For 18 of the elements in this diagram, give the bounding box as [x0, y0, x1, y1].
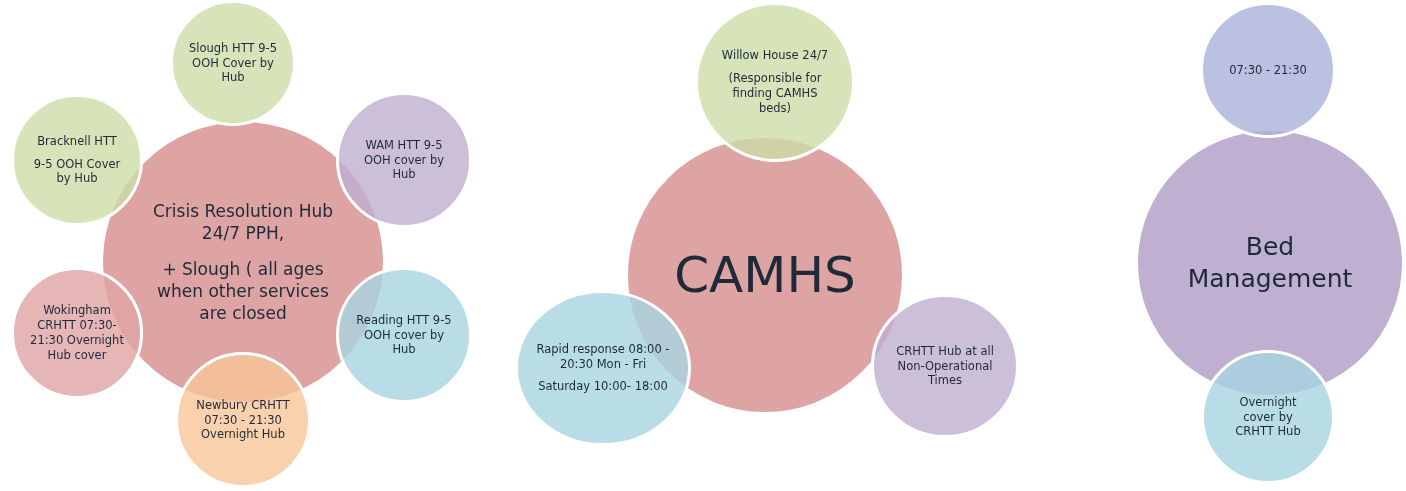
circle-label: Wokingham CRHTT 07:30- 21:30 Overnight Hub cover	[29, 303, 125, 363]
circle-label: Bed Management	[1186, 230, 1354, 295]
circle-label: CRHTT Hub at all Non-Operational Times	[895, 343, 995, 389]
circle-label: Newbury CRHTT 07:30 - 21:30 Overnight Hub	[195, 397, 291, 443]
circle-label: WAM HTT 9-5 OOH cover by Hub	[362, 137, 446, 183]
circle-label: 9-5 OOH Cover by Hub	[32, 156, 122, 187]
circle-label: CAMHS	[674, 244, 856, 306]
circle-label: Overnight cover by CRHTT Hub	[1234, 394, 1302, 440]
circle-label: 07:30 - 21:30	[1229, 62, 1307, 78]
circle-label: + Slough ( all ages when other services are closed	[156, 257, 330, 325]
circle-label: Reading HTT 9-5 OOH cover by Hub	[355, 312, 453, 358]
circle-label: Bracknell HTT	[37, 133, 117, 149]
circle-label: Willow House 24/7	[721, 48, 829, 64]
circle-label: Saturday 10:00- 18:00	[538, 379, 668, 395]
circle-label: Crisis Resolution Hub 24/7 PPH,	[152, 199, 334, 244]
circle-label: Rapid response 08:00 - 20:30 Mon - Fri	[535, 341, 671, 372]
circle-label: (Responsible for finding CAMHS beds)	[727, 71, 823, 116]
circle-label: Slough HTT 9-5 OOH Cover by Hub	[188, 40, 278, 86]
